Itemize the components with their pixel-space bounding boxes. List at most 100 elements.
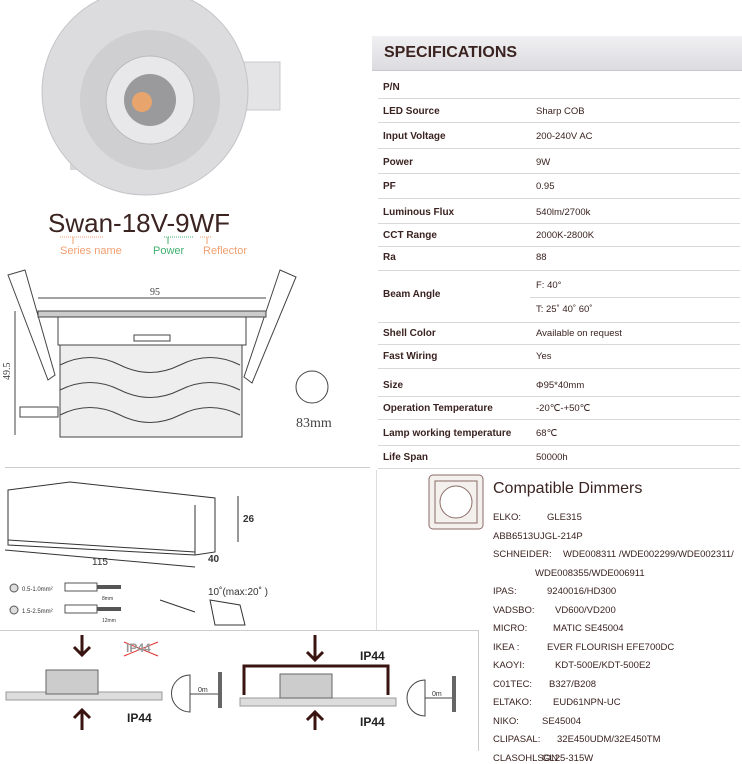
driver-height: 26 (243, 514, 255, 525)
dimmer-model: GLE315 (547, 512, 582, 523)
spec-value: Φ95*40mm (536, 380, 585, 391)
driver-depth: 40 (208, 554, 220, 565)
dimmer-switch-icon (428, 474, 484, 530)
dimmer-model: 32E450UDM/32E450TM (557, 734, 661, 745)
wire-gauge-2: 1.5-2.5mm² (22, 609, 53, 615)
insertion-angle: 10˚(max:20˚ ) (208, 586, 268, 598)
driver-drawing: 26 115 40 0.5-1.0mm² 8mm 1.5-2.5mm² 12mm… (4, 481, 268, 626)
spec-value: Yes (536, 351, 552, 362)
spec-label: LED Source (383, 106, 440, 117)
ip44-right-bottom: IP44 (360, 715, 385, 729)
strip-length-1: 8mm (102, 596, 113, 602)
spec-label: Power (383, 157, 414, 168)
spec-value: 540lm/2700k (536, 207, 591, 218)
width-dimension: 95 (150, 287, 160, 298)
dimmer-model: MATIC SE45004 (553, 623, 624, 634)
distance-left: 0m (198, 687, 208, 694)
row-divider (378, 148, 740, 149)
row-divider (530, 297, 740, 298)
spec-label: Lamp working temperature (383, 428, 512, 439)
cutout-icon (295, 370, 329, 404)
dimmer-brand: NIKO: (493, 715, 519, 727)
spec-value: 50000h (536, 452, 568, 463)
dimmer-model: 9240016/HD300 (547, 586, 617, 597)
spec-value: -20℃-+50℃ (536, 403, 591, 414)
row-divider (378, 344, 740, 345)
spec-label: Fast Wiring (383, 351, 438, 362)
row-divider (378, 223, 740, 224)
row-divider (378, 396, 740, 397)
row-divider (378, 270, 740, 271)
dimmer-brand: IPAS: (493, 586, 517, 597)
spec-value-secondary: T: 25˚ 40˚ 60˚ (536, 304, 593, 315)
spec-value: F: 40° (536, 280, 562, 291)
dimmer-brand: CLIPASAL: (493, 734, 541, 745)
model-annotation-lines (60, 236, 212, 244)
dimmer-brand: ELKO: (493, 512, 521, 523)
wire-gauge-1: 0.5-1.0mm² (22, 587, 53, 593)
spec-value: 2000K-2800K (536, 230, 595, 241)
driver-length: 115 (92, 557, 108, 568)
dimmer-model: KDT-500E/KDT-500E2 (555, 660, 651, 671)
dimmer-brand: C01TEC: (493, 678, 533, 690)
dimmer-model: WDE008311 /WDE002299/WDE002311/ (563, 549, 734, 560)
ip44-left-bottom: IP44 (127, 711, 152, 725)
spec-value: 88 (536, 252, 547, 263)
dimmer-brand: ELTAKO: (493, 697, 532, 708)
spec-label: P/N (383, 82, 400, 93)
row-divider (378, 198, 740, 199)
model-name: Swan-18V-9WF (48, 208, 231, 238)
spec-value: 200-240V AC (536, 131, 593, 142)
reflector-label: Reflector (203, 245, 248, 257)
power-label: Power (153, 245, 185, 257)
dimmers-title: Compatible Dimmers (493, 480, 643, 497)
dimmer-model: GL25-315W (542, 752, 594, 764)
dimmer-brand: VADSBO: (493, 604, 535, 616)
ip-diagrams: 0m 0m (5, 635, 456, 730)
dimmer-brand: MICRO: (493, 623, 528, 634)
row-divider (378, 173, 740, 174)
row-divider (378, 368, 740, 369)
spec-value: Available on request (536, 328, 622, 339)
row-divider (378, 419, 740, 420)
ip44-right-top: IP44 (360, 649, 385, 663)
dimmer-brand: IKEA : (493, 641, 520, 653)
specifications-title: SPECIFICATIONS (384, 44, 518, 61)
ip-rating-section (0, 630, 479, 751)
spec-label: Input Voltage (383, 131, 446, 142)
spec-label: CCT Range (383, 230, 437, 241)
strip-length-2: 12mm (102, 618, 116, 624)
spec-label: Size (383, 380, 404, 391)
product-photo (41, 0, 281, 196)
ip44-crossed: IP44 (126, 641, 151, 655)
spec-value: Sharp COB (536, 106, 585, 117)
dimmer-brand: ABB: (493, 530, 515, 542)
side-view-drawing: 95 49.5 83mm (2, 269, 332, 438)
row-divider (378, 246, 740, 247)
dimmer-brand: SCHNEIDER: (493, 549, 552, 560)
row-divider (378, 445, 740, 446)
row-divider (378, 468, 740, 469)
row-divider (378, 98, 740, 99)
height-dimension: 49.5 (2, 363, 13, 381)
spec-label: Luminous Flux (383, 207, 455, 218)
dimmer-model: EVER FLOURISH EFE700DC (547, 641, 675, 653)
spec-label: PF (383, 181, 396, 192)
dimmer-model: 6513UJGL-214P (512, 530, 583, 542)
dimmer-model: SE45004 (542, 715, 582, 727)
spec-label: Shell Color (383, 328, 436, 339)
divider (5, 467, 370, 468)
spec-value: 0.95 (536, 181, 555, 192)
spec-label: Beam Angle (383, 289, 441, 300)
spec-label: Life Span (383, 452, 429, 463)
divider (376, 470, 377, 630)
distance-right: 0m (432, 691, 442, 698)
series-name-label: Series name (60, 245, 122, 257)
row-divider (378, 322, 740, 323)
dimmer-brand: KAOYI: (493, 660, 525, 671)
dimmer-model: VD600/VD200 (555, 604, 616, 616)
row-divider (378, 122, 740, 123)
dimmer-model: EUD61NPN-UC (553, 697, 621, 708)
spec-value: 9W (536, 157, 551, 168)
specifications-header (372, 36, 742, 71)
